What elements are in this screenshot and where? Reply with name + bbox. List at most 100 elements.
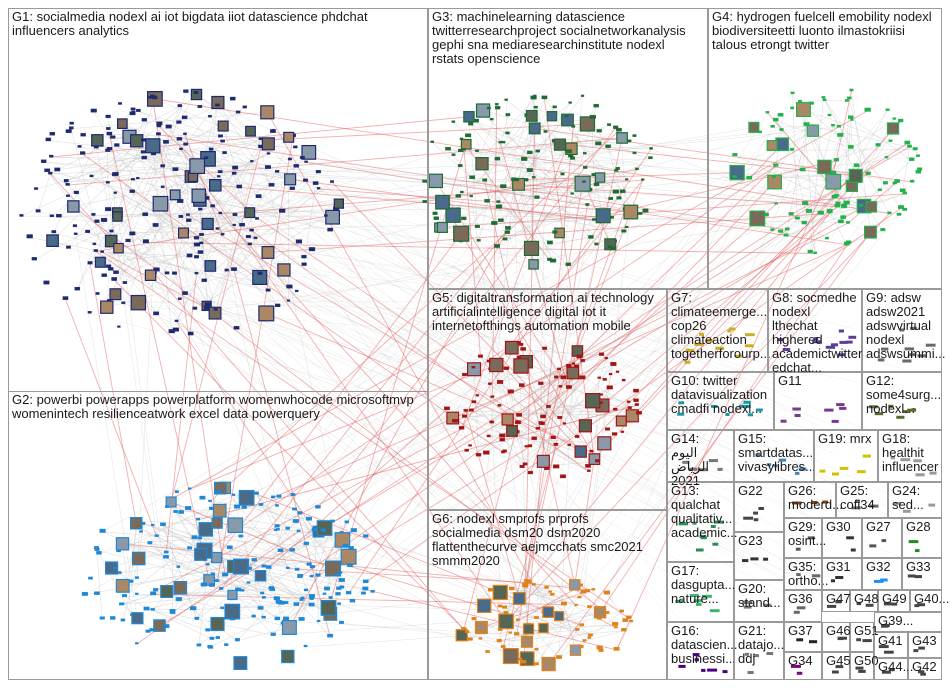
node bbox=[293, 164, 299, 168]
node bbox=[558, 385, 563, 388]
group-g34-label: G34 bbox=[788, 653, 813, 668]
edge bbox=[206, 308, 695, 445]
node bbox=[825, 345, 836, 349]
edge bbox=[282, 211, 892, 496]
edge bbox=[326, 177, 775, 590]
node bbox=[616, 196, 622, 200]
node bbox=[605, 427, 610, 431]
edge bbox=[318, 188, 898, 522]
node bbox=[186, 218, 192, 222]
node bbox=[612, 407, 618, 411]
node bbox=[222, 151, 227, 155]
edge bbox=[48, 140, 207, 159]
node bbox=[253, 236, 258, 240]
node bbox=[303, 644, 308, 648]
node bbox=[814, 337, 819, 340]
edge bbox=[237, 627, 290, 641]
node bbox=[907, 574, 916, 578]
node bbox=[163, 624, 170, 629]
node bbox=[35, 209, 41, 213]
node bbox=[114, 143, 120, 147]
node bbox=[540, 414, 546, 419]
edge bbox=[250, 131, 748, 376]
node bbox=[865, 603, 874, 607]
node bbox=[297, 575, 302, 578]
edge bbox=[154, 98, 307, 163]
edge bbox=[152, 97, 226, 576]
edge bbox=[189, 364, 497, 490]
group-g43-label: G43 bbox=[912, 633, 937, 648]
node bbox=[487, 382, 492, 385]
node bbox=[125, 238, 131, 243]
node bbox=[880, 578, 888, 582]
node bbox=[335, 573, 341, 577]
node bbox=[743, 605, 752, 609]
node bbox=[474, 224, 480, 228]
edge bbox=[507, 115, 533, 234]
edge bbox=[221, 344, 522, 609]
node bbox=[208, 115, 212, 118]
group-g40-box: G40... bbox=[910, 590, 949, 612]
node bbox=[732, 175, 737, 178]
node bbox=[527, 150, 533, 155]
edge bbox=[122, 558, 140, 621]
node bbox=[463, 110, 475, 123]
edge bbox=[168, 127, 289, 302]
edge bbox=[481, 163, 594, 176]
group-g36-label: G36 bbox=[788, 591, 813, 606]
group-g24-label: G24: sed... bbox=[892, 483, 924, 512]
node bbox=[766, 140, 778, 152]
node bbox=[339, 620, 344, 624]
edge bbox=[210, 149, 290, 288]
edge bbox=[499, 120, 776, 642]
edge bbox=[98, 553, 133, 616]
node bbox=[203, 306, 210, 310]
node bbox=[552, 230, 558, 234]
group-g42-box: G42 bbox=[908, 658, 942, 680]
node bbox=[813, 251, 818, 255]
node bbox=[94, 547, 100, 551]
node bbox=[917, 354, 927, 358]
node bbox=[153, 267, 160, 272]
node bbox=[270, 632, 276, 636]
node bbox=[173, 580, 188, 595]
edge bbox=[503, 142, 597, 245]
group-g17-box: G17: dasgupta... nature... bbox=[667, 562, 735, 622]
node bbox=[515, 618, 520, 621]
edge bbox=[318, 229, 788, 533]
edge bbox=[507, 406, 549, 420]
edge bbox=[465, 354, 602, 412]
node bbox=[190, 88, 203, 101]
node bbox=[567, 443, 572, 447]
node bbox=[81, 591, 88, 596]
node bbox=[106, 131, 113, 136]
edge bbox=[207, 198, 577, 606]
node bbox=[569, 644, 582, 656]
node bbox=[796, 573, 801, 577]
edge bbox=[552, 183, 895, 596]
node bbox=[201, 217, 214, 230]
node bbox=[135, 592, 139, 595]
edge bbox=[178, 600, 238, 641]
node bbox=[199, 232, 204, 236]
edge bbox=[504, 198, 620, 241]
edge bbox=[276, 171, 720, 665]
edge bbox=[332, 217, 841, 429]
node bbox=[531, 176, 536, 179]
edge bbox=[65, 161, 252, 183]
node bbox=[268, 183, 275, 187]
node bbox=[139, 530, 143, 533]
node bbox=[211, 517, 223, 529]
node bbox=[63, 179, 69, 183]
edge bbox=[548, 203, 777, 408]
node bbox=[65, 129, 72, 133]
node bbox=[525, 579, 532, 584]
group-g51-box: G51 bbox=[850, 622, 879, 652]
node bbox=[308, 594, 315, 598]
node bbox=[675, 600, 684, 603]
node bbox=[300, 596, 305, 600]
group-g15-label: G15: smartdatas... vivasylibres... bbox=[738, 431, 817, 474]
node bbox=[862, 639, 872, 643]
node bbox=[446, 411, 460, 425]
node bbox=[160, 164, 166, 168]
